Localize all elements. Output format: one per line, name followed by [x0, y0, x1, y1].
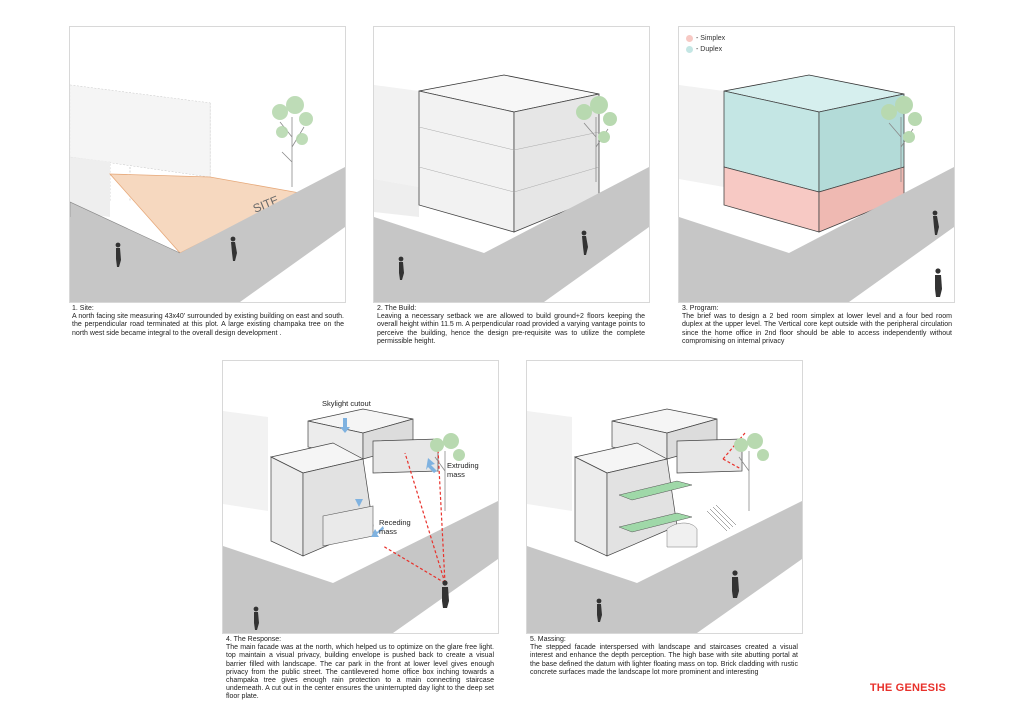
caption-text: The stepped facade interspersed with lan… [530, 644, 798, 676]
person-icon [253, 580, 449, 630]
caption-text: The brief was to design a 2 bed room sim… [682, 313, 952, 345]
legend-label: - Duplex [696, 46, 723, 53]
person-icon [596, 570, 739, 622]
panel-program: - Simplex - Duplex [678, 26, 955, 303]
response-illustration [223, 408, 498, 633]
caption-response: 4. The Response: The main facade was at … [226, 636, 494, 702]
landscape-strip [618, 480, 693, 501]
caption-title: 3. Program: [682, 305, 719, 312]
panel-site: SITE [69, 26, 346, 303]
page-title: THE GENESIS [869, 682, 946, 694]
legend-item-simplex: - Simplex [686, 33, 725, 44]
landscape-strip [618, 512, 693, 533]
road [70, 167, 345, 302]
skylight-label: Skylight cutout [322, 399, 371, 408]
caption-title: 4. The Response: [226, 636, 282, 643]
site-illustration: SITE [70, 84, 345, 302]
arrow-icon [340, 418, 437, 537]
sight-lines [722, 432, 746, 470]
person-icon [115, 236, 237, 267]
caption-program: 3. Program: The brief was to design a 2 … [682, 305, 952, 346]
program-illustration [679, 74, 954, 302]
sight-lines [382, 448, 446, 584]
panel-massing [526, 360, 803, 634]
caption-text: Leaving a necessary setback we are allow… [377, 313, 645, 345]
caption-text: The main facade was at the north, which … [226, 644, 494, 701]
person-icon [932, 210, 942, 297]
caption-site: 1. Site: A north facing site measuring 4… [72, 305, 344, 338]
caption-title: 2. The Build: [377, 305, 417, 312]
person-icon [398, 230, 588, 280]
caption-title: 5. Massing: [530, 636, 566, 643]
program-legend: - Simplex - Duplex [686, 33, 725, 55]
panel-build [373, 26, 650, 303]
caption-text: A north facing site measuring 43x40' sur… [72, 313, 344, 337]
build-illustration [374, 74, 649, 302]
legend-swatch [686, 35, 693, 42]
panel-response: Skylight cutout Extruding mass Receding … [222, 360, 499, 634]
legend-item-duplex: - Duplex [686, 44, 725, 55]
massing-illustration [527, 408, 802, 633]
staircase [706, 504, 737, 532]
receding-label: Receding mass [379, 518, 411, 536]
legend-label: - Simplex [696, 35, 726, 42]
legend-swatch [686, 46, 693, 53]
caption-build: 2. The Build: Leaving a necessary setbac… [377, 305, 645, 346]
caption-massing: 5. Massing: The stepped facade intersper… [530, 636, 798, 677]
caption-title: 1. Site: [72, 305, 94, 312]
extruding-label: Extruding mass [447, 461, 479, 479]
